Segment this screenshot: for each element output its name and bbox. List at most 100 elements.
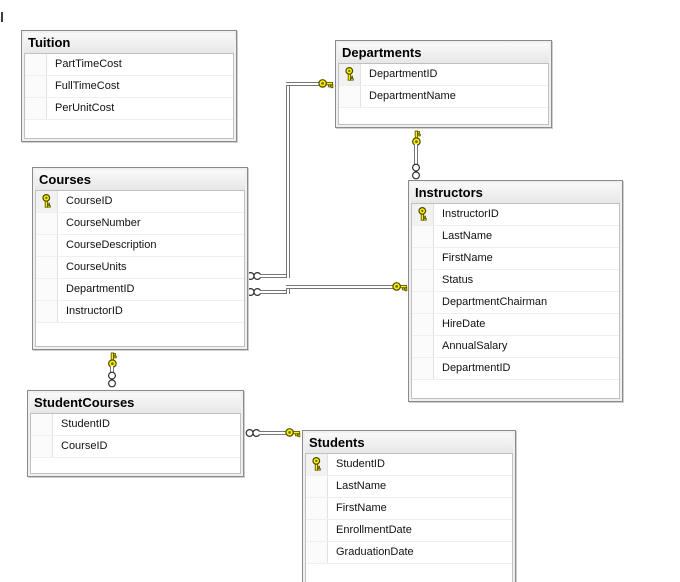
- column-row[interactable]: FirstName: [412, 248, 619, 270]
- column-row[interactable]: InstructorID: [412, 204, 619, 226]
- row-selector[interactable]: [306, 476, 328, 497]
- row-selector[interactable]: [31, 436, 53, 457]
- relationship-line[interactable]: [286, 285, 290, 294]
- column-row[interactable]: PerUnitCost: [25, 98, 233, 120]
- column-row[interactable]: InstructorID: [36, 301, 244, 323]
- row-selector[interactable]: [36, 301, 58, 322]
- row-selector[interactable]: [36, 279, 58, 300]
- row-selector[interactable]: [412, 270, 434, 291]
- table-departments[interactable]: Departments DepartmentID DepartmentName: [335, 40, 552, 128]
- column-row[interactable]: DepartmentID: [36, 279, 244, 301]
- table-title[interactable]: Departments: [338, 43, 549, 63]
- many-end-infinity-icon: [107, 371, 117, 388]
- column-row[interactable]: DepartmentID: [339, 64, 548, 86]
- column-name: HireDate: [442, 318, 486, 330]
- column-row[interactable]: HireDate: [412, 314, 619, 336]
- column-name: StudentID: [61, 418, 110, 430]
- column-name: StudentID: [336, 458, 385, 470]
- row-selector[interactable]: [25, 98, 47, 119]
- table-students[interactable]: Students StudentID LastName: [302, 430, 516, 582]
- one-end-key-icon: [285, 428, 301, 438]
- table-column-list: StudentID LastName FirstName EnrollmentD…: [305, 453, 513, 582]
- table-title[interactable]: Tuition: [24, 33, 234, 53]
- column-name: DepartmentID: [442, 362, 511, 374]
- column-row[interactable]: CourseUnits: [36, 257, 244, 279]
- row-selector[interactable]: [25, 76, 47, 97]
- row-selector[interactable]: [36, 235, 58, 256]
- column-name: CourseID: [61, 440, 108, 452]
- relationship-line[interactable]: [286, 82, 319, 86]
- many-end-infinity-icon: [411, 163, 421, 180]
- column-row[interactable]: CourseID: [36, 191, 244, 213]
- column-name: LastName: [336, 480, 387, 492]
- column-row[interactable]: DepartmentName: [339, 86, 548, 108]
- column-name: DepartmentName: [369, 90, 456, 102]
- column-name: FirstName: [336, 502, 387, 514]
- column-row[interactable]: DepartmentChairman: [412, 292, 619, 314]
- row-selector[interactable]: [306, 454, 328, 475]
- column-name: Status: [442, 274, 474, 286]
- row-selector[interactable]: [36, 191, 58, 212]
- column-row[interactable]: CourseID: [31, 436, 240, 458]
- table-column-list: InstructorID LastName FirstName Status D…: [411, 203, 620, 399]
- column-row[interactable]: CourseDescription: [36, 235, 244, 257]
- column-row[interactable]: LastName: [306, 476, 512, 498]
- table-tuition[interactable]: Tuition PartTimeCost FullTimeCost PerUni…: [21, 30, 237, 142]
- table-courses[interactable]: Courses CourseID CourseNumber: [32, 167, 248, 350]
- row-selector[interactable]: [412, 358, 434, 379]
- column-name: DepartmentID: [369, 68, 438, 80]
- column-row[interactable]: FirstName: [306, 498, 512, 520]
- column-name: DepartmentChairman: [442, 296, 548, 308]
- row-selector[interactable]: [306, 520, 328, 541]
- row-selector[interactable]: [412, 226, 434, 247]
- row-selector[interactable]: [339, 64, 361, 85]
- many-end-infinity-icon: [245, 428, 261, 438]
- row-selector[interactable]: [36, 213, 58, 234]
- column-row[interactable]: StudentID: [306, 454, 512, 476]
- table-title[interactable]: Students: [305, 433, 513, 453]
- column-row[interactable]: DepartmentID: [412, 358, 619, 380]
- row-selector[interactable]: [306, 498, 328, 519]
- row-selector[interactable]: [36, 257, 58, 278]
- row-selector[interactable]: [412, 336, 434, 357]
- column-name: LastName: [442, 230, 493, 242]
- column-row[interactable]: AnnualSalary: [412, 336, 619, 358]
- column-name: InstructorID: [66, 305, 123, 317]
- relationship-line[interactable]: [110, 366, 114, 372]
- column-name: DepartmentID: [66, 283, 135, 295]
- relationship-line[interactable]: [260, 290, 288, 294]
- column-name: GraduationDate: [336, 546, 414, 558]
- column-row[interactable]: EnrollmentDate: [306, 520, 512, 542]
- relationship-line[interactable]: [259, 431, 287, 435]
- table-column-list: StudentID CourseID: [30, 413, 241, 474]
- relationship-line[interactable]: [286, 285, 394, 289]
- column-row[interactable]: StudentID: [31, 414, 240, 436]
- row-selector[interactable]: [412, 248, 434, 269]
- row-selector[interactable]: [412, 314, 434, 335]
- table-title[interactable]: StudentCourses: [30, 393, 241, 413]
- row-selector[interactable]: [306, 542, 328, 563]
- relationship-line[interactable]: [286, 82, 290, 278]
- column-name: PerUnitCost: [55, 102, 115, 114]
- relationship-line[interactable]: [260, 274, 290, 278]
- column-name: AnnualSalary: [442, 340, 508, 352]
- row-selector[interactable]: [25, 54, 47, 75]
- row-selector[interactable]: [412, 204, 434, 225]
- column-row[interactable]: FullTimeCost: [25, 76, 233, 98]
- column-row[interactable]: PartTimeCost: [25, 54, 233, 76]
- column-row[interactable]: CourseNumber: [36, 213, 244, 235]
- column-row[interactable]: Status: [412, 270, 619, 292]
- table-title[interactable]: Instructors: [411, 183, 620, 203]
- table-studentcourses[interactable]: StudentCourses StudentID CourseID: [27, 390, 244, 477]
- table-column-list: DepartmentID DepartmentName: [338, 63, 549, 125]
- column-name: CourseNumber: [66, 217, 141, 229]
- column-row[interactable]: LastName: [412, 226, 619, 248]
- primary-key-icon: [312, 457, 321, 471]
- column-row[interactable]: GraduationDate: [306, 542, 512, 564]
- row-selector[interactable]: [339, 86, 361, 107]
- table-instructors[interactable]: Instructors InstructorID LastName: [408, 180, 623, 402]
- table-title[interactable]: Courses: [35, 170, 245, 190]
- row-selector[interactable]: [31, 414, 53, 435]
- relationship-line[interactable]: [414, 144, 418, 165]
- row-selector[interactable]: [412, 292, 434, 313]
